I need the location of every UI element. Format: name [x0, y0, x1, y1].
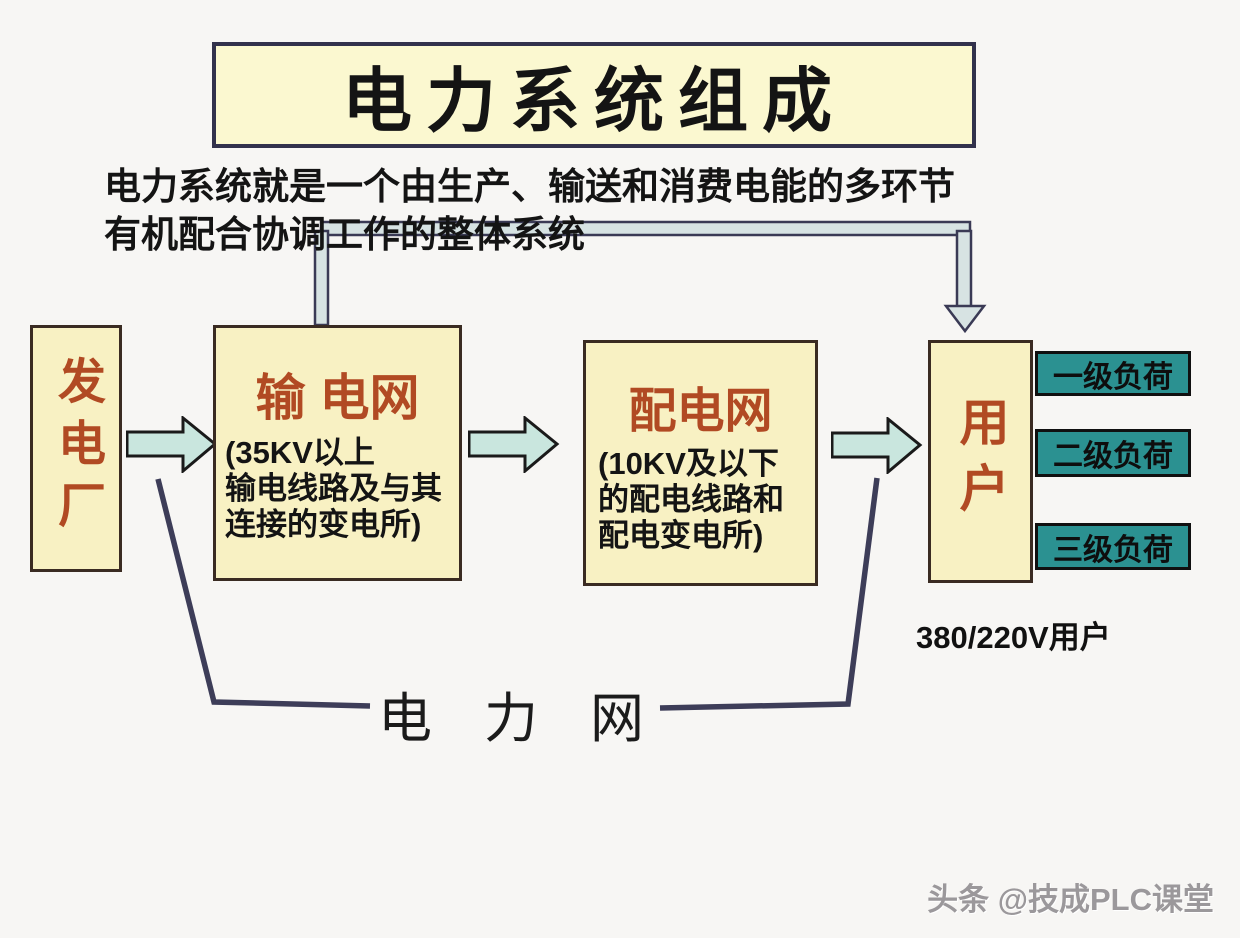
transmission-detail-line: (35KV以上 — [225, 435, 375, 470]
load-level-1-label: 一级负荷 — [1053, 360, 1173, 394]
load-level-3: 三级负荷 — [1035, 523, 1191, 570]
flow-arrow-icon — [126, 416, 218, 473]
distribution-detail-line: 的配电线路和 — [598, 482, 784, 517]
distribution-detail: (10KV及以下 的配电线路和 配电变电所) — [586, 446, 815, 554]
title-box: 电力系统组成 — [212, 42, 976, 148]
node-user: 用户 — [928, 340, 1033, 583]
node-transmission-grid: 输 电网 (35KV以上 输电线路及与其 连接的变电所) — [213, 325, 462, 581]
distribution-detail-line: (10KV及以下 — [598, 446, 779, 481]
transmission-detail-line: 连接的变电所) — [225, 507, 422, 542]
load-level-2-label: 二级负荷 — [1053, 440, 1173, 473]
power-grid-bracket-right — [659, 477, 880, 711]
user-voltage-label: 380/220V用户 — [916, 620, 1111, 655]
node-power-plant: 发电厂 — [30, 325, 122, 572]
down-arrow-icon — [943, 304, 987, 334]
load-level-3-label: 三级负荷 — [1053, 533, 1173, 567]
distribution-detail-line: 配电变电所) — [598, 518, 764, 553]
transmission-detail-line: 输电线路及与其 — [225, 471, 442, 506]
connector-horizontal-bar — [319, 220, 972, 237]
flow-arrow-icon — [468, 416, 560, 473]
flow-arrow-icon — [831, 417, 923, 474]
watermark: 头条 @技成PLC课堂 — [927, 882, 1214, 917]
connector-right-drop — [955, 229, 973, 309]
load-level-1: 一级负荷 — [1035, 351, 1191, 396]
load-level-2: 二级负荷 — [1035, 429, 1191, 477]
transmission-title: 输 电网 — [255, 370, 420, 426]
subtitle-line-2: 有机配合协调工作的整体系统 — [104, 214, 585, 255]
user-label: 用户 — [952, 395, 1009, 528]
subtitle: 电力系统就是一个由生产、输送和消费电能的多环节 有机配合协调工作的整体系统 — [104, 163, 955, 259]
node-distribution-grid: 配电网 (10KV及以下 的配电线路和 配电变电所) — [583, 340, 818, 586]
power-plant-label: 发电厂 — [50, 355, 103, 542]
distribution-title: 配电网 — [628, 385, 773, 438]
subtitle-line-1: 电力系统就是一个由生产、输送和消费电能的多环节 — [104, 166, 955, 207]
page-title: 电力系统组成 — [342, 61, 846, 140]
transmission-detail: (35KV以上 输电线路及与其 连接的变电所) — [216, 435, 459, 543]
power-grid-label: 电力网 — [378, 689, 696, 749]
power-grid-bracket-left — [155, 478, 371, 709]
